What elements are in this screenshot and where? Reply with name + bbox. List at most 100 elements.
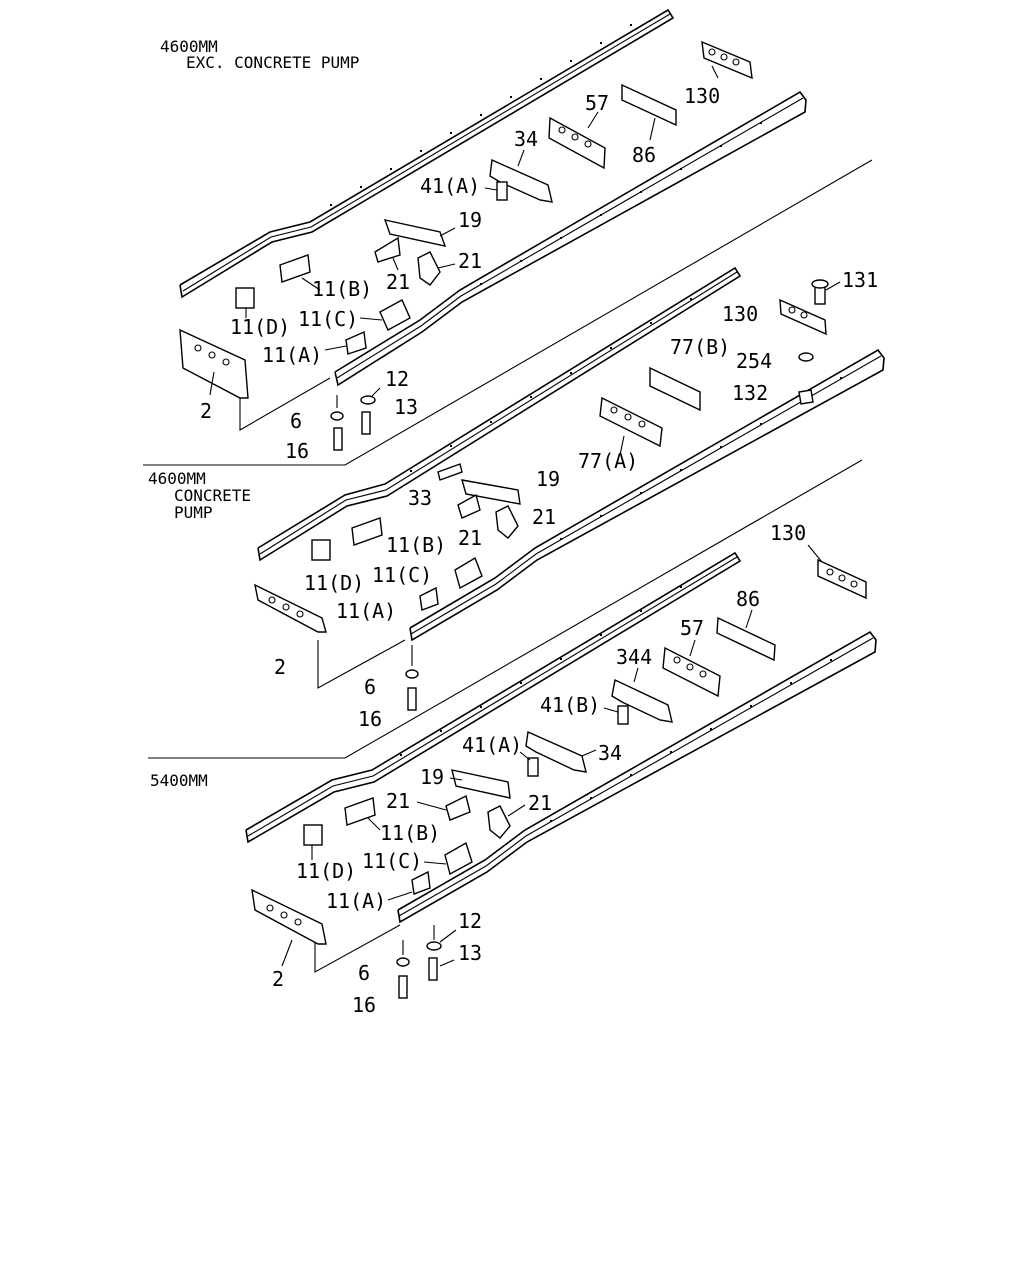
part-16-bolt — [333, 427, 343, 451]
label-86: 86 — [736, 587, 760, 611]
label-11a: 11(A) — [336, 599, 396, 623]
label-41a: 41(A) — [420, 174, 480, 198]
right-frame-rail — [409, 348, 885, 642]
section-divider-line — [143, 159, 873, 466]
part-21-left — [457, 493, 481, 519]
left-frame-rail — [257, 266, 742, 562]
label-77b: 77(B) — [670, 335, 730, 359]
part-12-washer — [426, 925, 457, 951]
part-2-crossmember — [254, 583, 327, 633]
part-2-crossmember — [251, 888, 327, 967]
part-6-washer — [330, 395, 344, 421]
part-11b — [344, 797, 381, 831]
label-21-right: 21 — [528, 791, 552, 815]
part-11d — [311, 539, 331, 561]
label-12: 12 — [458, 909, 482, 933]
part-57 — [662, 639, 721, 698]
part-19 — [383, 219, 456, 247]
part-16-bolt — [407, 687, 417, 711]
part-33 — [437, 463, 463, 481]
part-86 — [716, 609, 776, 662]
label-21-left: 21 — [458, 526, 482, 550]
part-6-washer — [396, 940, 410, 967]
label-11a: 11(A) — [326, 889, 386, 913]
part-77a — [599, 396, 663, 456]
label-34: 34 — [598, 741, 622, 765]
label-130: 130 — [722, 302, 758, 326]
label-2: 2 — [272, 967, 284, 991]
label-11a: 11(A) — [262, 343, 322, 367]
label-11d: 11(D) — [296, 859, 356, 883]
part-34 — [489, 149, 553, 203]
part-57 — [548, 111, 606, 170]
label-13: 13 — [394, 395, 418, 419]
label-33: 33 — [408, 486, 432, 510]
label-77a: 77(A) — [578, 449, 638, 473]
label-11d: 11(D) — [304, 571, 364, 595]
section-subtitle-2: PUMP — [174, 503, 213, 522]
section-4600-concrete-pump: 4600MM CONCRETE PUMP — [148, 266, 885, 759]
label-21-left: 21 — [386, 270, 410, 294]
part-11a — [324, 330, 367, 355]
label-12: 12 — [385, 367, 409, 391]
part-16-bolt — [398, 975, 408, 999]
label-13: 13 — [458, 941, 482, 965]
part-130 — [779, 298, 827, 336]
label-344: 344 — [616, 645, 652, 669]
label-41a: 41(A) — [462, 733, 522, 757]
label-6: 6 — [358, 961, 370, 985]
part-254-washer — [798, 352, 814, 362]
section-subtitle: EXC. CONCRETE PUMP — [186, 53, 359, 72]
part-41b — [603, 705, 629, 725]
label-130: 130 — [770, 521, 806, 545]
part-19 — [449, 769, 511, 799]
label-254: 254 — [736, 349, 772, 373]
part-11c — [423, 841, 473, 876]
part-6-washer — [405, 645, 419, 679]
part-21-right — [417, 251, 456, 286]
part-2-crossmember — [179, 328, 249, 399]
part-11b — [279, 254, 321, 291]
right-frame-rail — [397, 630, 877, 924]
label-2: 2 — [200, 399, 212, 423]
part-21-right — [495, 505, 519, 539]
part-21-left — [416, 794, 471, 821]
part-344 — [611, 667, 673, 723]
label-130: 130 — [684, 84, 720, 108]
part-13-bolt — [428, 957, 455, 981]
part-21-right — [487, 804, 526, 839]
rail-connector-line — [239, 377, 331, 431]
label-21-right: 21 — [458, 249, 482, 273]
section-subtitle: CONCRETE — [174, 486, 251, 505]
label-131: 131 — [842, 268, 878, 292]
label-11b: 11(B) — [312, 277, 372, 301]
label-21-right: 21 — [532, 505, 556, 529]
part-11b — [351, 517, 383, 546]
label-16: 16 — [285, 439, 309, 463]
label-19: 19 — [420, 765, 444, 789]
label-41b: 41(B) — [540, 693, 600, 717]
part-130 — [807, 544, 867, 600]
label-16: 16 — [358, 707, 382, 731]
part-11c — [454, 556, 483, 590]
section-5400: 5400MM — [150, 521, 877, 1017]
label-11b: 11(B) — [380, 821, 440, 845]
right-frame-rail — [334, 90, 807, 387]
part-13-bolt — [361, 411, 371, 435]
section-title: 4600MM — [160, 37, 218, 56]
part-77b — [649, 366, 701, 412]
label-57: 57 — [680, 616, 704, 640]
part-34 — [525, 730, 597, 773]
rail-connector-line — [317, 639, 406, 689]
section-title: 5400MM — [150, 771, 208, 790]
part-11c — [359, 299, 411, 331]
part-11d — [235, 287, 255, 318]
part-41a — [519, 751, 539, 777]
section-4600-exc-concrete-pump: 4600MM EXC. CONCRETE PUMP — [143, 8, 873, 466]
label-11d: 11(D) — [230, 315, 290, 339]
label-6: 6 — [290, 409, 302, 433]
label-19: 19 — [536, 467, 560, 491]
label-11b: 11(B) — [386, 533, 446, 557]
label-132: 132 — [732, 381, 768, 405]
